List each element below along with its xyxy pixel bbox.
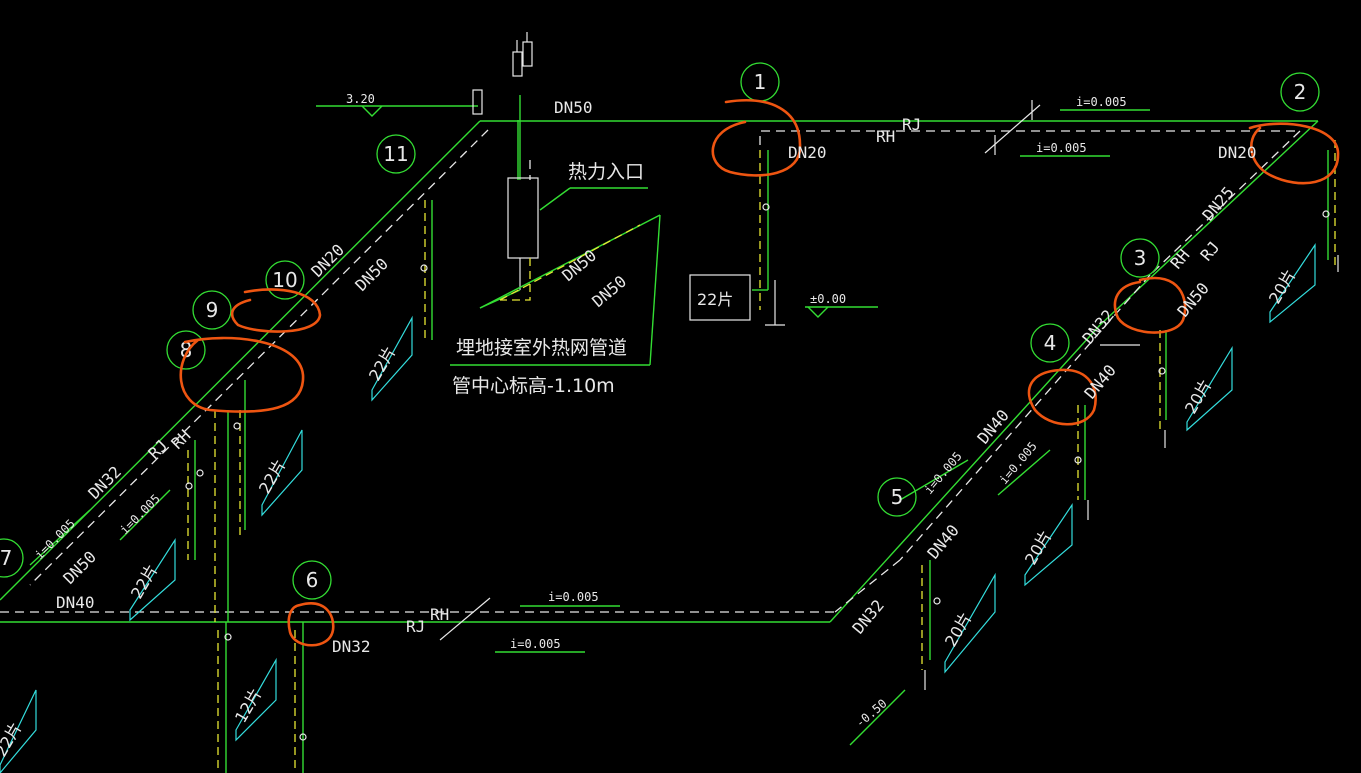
pipe-size-label: DN32 <box>84 462 125 503</box>
heat-entry-label: 热力入口 <box>568 161 644 183</box>
radiator-label: 20片 <box>941 609 976 650</box>
slope-label: i=0.005 <box>32 516 78 562</box>
slope-label: i=0.005 <box>1036 141 1087 155</box>
slope-label: i=0.005 <box>922 449 965 497</box>
node-number: 2 <box>1294 80 1307 104</box>
elevation-markers <box>361 105 906 746</box>
heat-entry-assembly <box>450 32 661 366</box>
node-number: 9 <box>206 298 219 322</box>
pipe-type-label: RJ <box>406 617 425 636</box>
node-number: 8 <box>180 338 193 362</box>
pipe-size-label: DN32 <box>849 596 888 638</box>
slope-label: i=0.005 <box>510 637 561 651</box>
radiators: 22片 22片 22片 22片 12片 22片 20片 20片 20片 20片 <box>0 243 1316 773</box>
radiator-label: 20片 <box>1181 376 1216 417</box>
pipe-size-label: DN25 <box>1199 183 1238 225</box>
slope-label: i=0.005 <box>548 590 599 604</box>
risers <box>185 140 1339 773</box>
pipe-size-label: DN40 <box>1081 361 1120 403</box>
node-number: 1 <box>754 70 767 94</box>
slope-arrows <box>29 100 1150 653</box>
pipe-size-label: DN50 <box>588 272 630 311</box>
pipe-type-label: RH <box>876 127 895 146</box>
node-number: 3 <box>1134 246 1147 270</box>
pipe-type-label: RJ <box>902 115 921 134</box>
radiator-label: 12片 <box>231 685 266 726</box>
pipe-size-label: DN20 <box>1218 143 1257 162</box>
pipe-size-label: DN32 <box>1079 306 1118 348</box>
node-number: 6 <box>306 568 319 592</box>
node-number: 11 <box>383 142 408 166</box>
pipe-size-label: DN20 <box>788 143 827 162</box>
node-bubbles: 1 2 3 4 5 6 7 8 9 10 11 <box>0 62 1320 600</box>
radiator-label: 20片 <box>1021 527 1056 568</box>
highlight-marks <box>179 99 1340 647</box>
node-number: 10 <box>272 268 297 292</box>
node-number: 5 <box>891 485 904 509</box>
node-number: 4 <box>1044 331 1057 355</box>
pipe-type-label: RH <box>430 605 449 624</box>
slope-label: i=0.005 <box>117 491 163 537</box>
pipe-size-label: DN50 <box>554 98 593 117</box>
slope-label: i=0.005 <box>997 439 1040 487</box>
pipe-size-label: DN50 <box>59 547 100 588</box>
pipe-size-label: DN50 <box>1174 279 1213 321</box>
radiator-label: 20片 <box>1265 266 1300 307</box>
slope-label: i=0.005 <box>1076 95 1127 109</box>
pipe-size-label: DN40 <box>56 593 95 612</box>
pipe-size-label: DN20 <box>307 240 348 281</box>
radiator-label: 22片 <box>0 719 26 760</box>
pipe-type-label: RJ <box>1197 238 1224 265</box>
elevation-label: ±0.00 <box>810 292 846 306</box>
elevation-label: -0.50 <box>853 696 890 730</box>
center-elevation-label: 管中心标高-1.10m <box>452 375 615 397</box>
radiator-label: 22片 <box>697 290 733 309</box>
elevation-label: 3.20 <box>346 92 375 106</box>
buried-pipe-label: 埋地接室外热网管道 <box>456 337 627 359</box>
pipe-size-label: DN50 <box>558 246 600 285</box>
node-number: 7 <box>0 546 12 570</box>
supply-pipes <box>0 95 1319 623</box>
pipe-type-label: RH <box>1167 246 1194 273</box>
pipe-size-label: DN32 <box>332 637 371 656</box>
